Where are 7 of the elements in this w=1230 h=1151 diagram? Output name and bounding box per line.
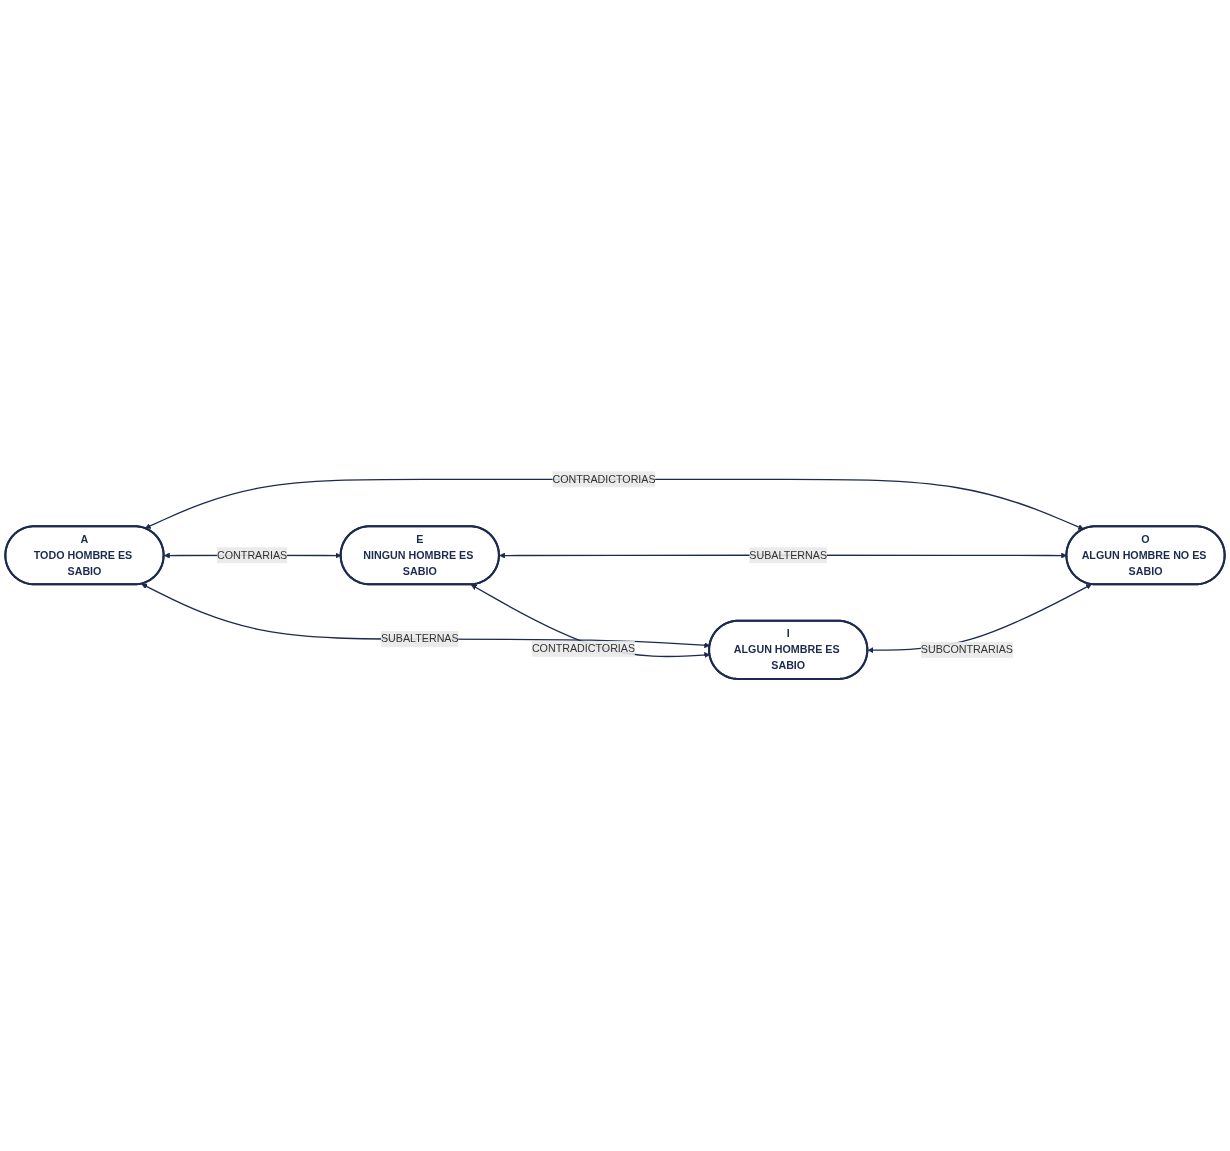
edge-label: CONTRARIAS: [217, 549, 288, 561]
edge-label: CONTRADICTORIAS: [531, 643, 636, 655]
edge-label: CONTRADICTORIAS: [552, 473, 656, 486]
edge-label: SUBALTERNAS: [380, 633, 459, 645]
edge-label: SUBCONTRARIAS: [920, 644, 1013, 656]
arrow: [145, 479, 1084, 531]
edge-label: SUBALTERNAS: [749, 549, 828, 561]
